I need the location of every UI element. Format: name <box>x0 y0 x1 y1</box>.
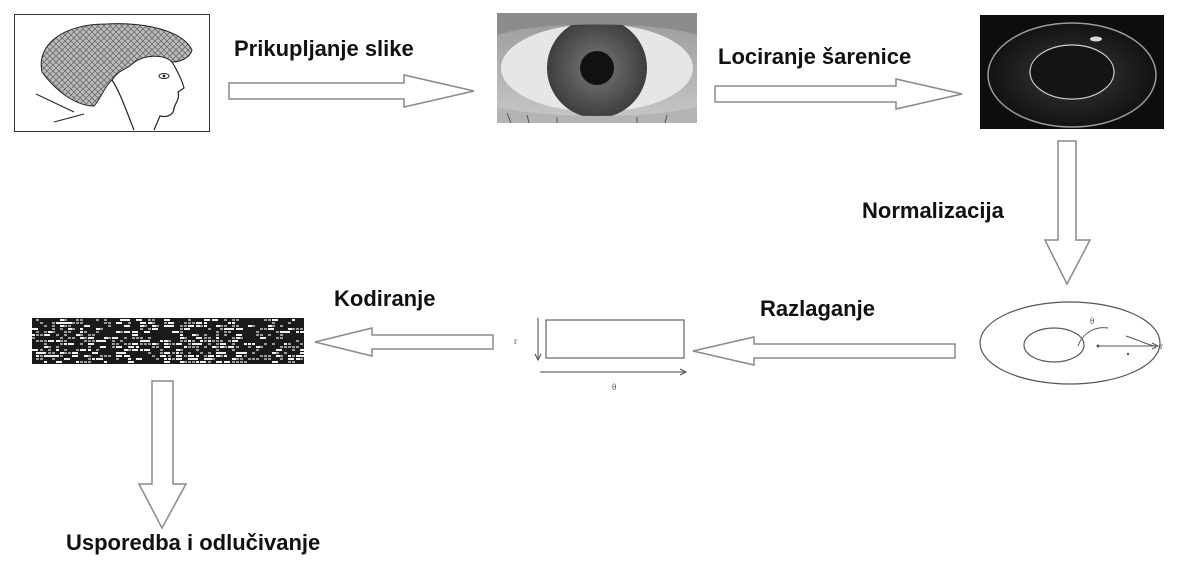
step-label-locate: Lociranje šarenice <box>718 44 912 69</box>
step-label-normalize: Normalizacija <box>862 198 1004 223</box>
left-arrow-icon <box>314 327 494 357</box>
step-label-unwrap: Razlaganje <box>760 296 875 321</box>
axis-r-label: r <box>514 336 517 346</box>
step-label-match: Usporedba i odlučivanje <box>66 530 321 555</box>
down-arrow-icon <box>137 380 188 530</box>
down-arrow-icon <box>1043 140 1092 286</box>
iris-code-icon <box>32 318 304 364</box>
head-profile-icon <box>14 14 210 132</box>
eye-icon <box>497 13 697 123</box>
angle-label: θ <box>1090 316 1094 326</box>
radius-label: r <box>1160 341 1163 351</box>
right-arrow-icon <box>714 78 963 110</box>
step-label-encode: Kodiranje <box>334 286 436 311</box>
axis-theta-label: θ <box>612 382 616 392</box>
unwrapped-rectangle-icon: r θ <box>514 318 688 392</box>
iris-located-icon <box>980 15 1164 129</box>
step-label-acquire: Prikupljanje slike <box>234 36 414 61</box>
right-arrow-icon <box>228 74 475 108</box>
left-arrow-icon <box>692 336 956 366</box>
normalization-rings-icon: θ r <box>979 301 1163 385</box>
